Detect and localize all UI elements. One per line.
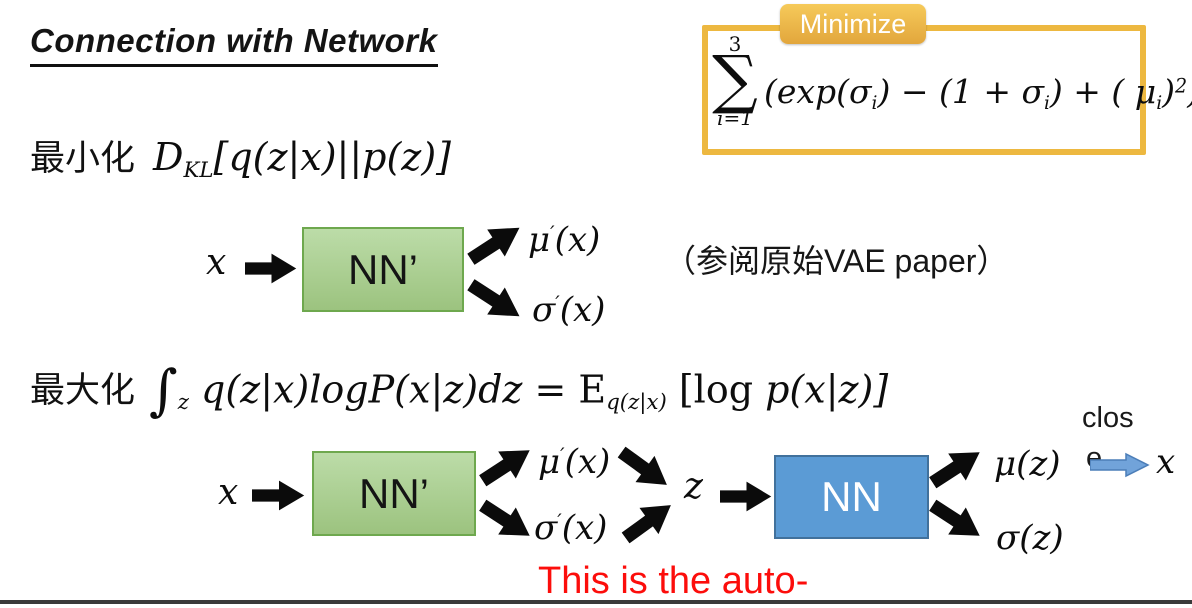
ae-decoder-box: NN (774, 455, 929, 539)
likelihood-formula: ∫z q(z|x)logP(x|z)dz = Eq(z|x) [log p(x|… (149, 358, 889, 422)
arrow-down-right-icon (479, 499, 530, 536)
close-text-line1: clos (1082, 402, 1134, 434)
encoder-mu-output: μ′(x) (528, 220, 601, 260)
page-title: Connection with Network (30, 22, 438, 67)
arrow-down-right-icon (617, 446, 667, 485)
arrow-up-right-icon (621, 505, 671, 544)
arrow-right-icon (720, 481, 772, 512)
decoder-sigma-output: σ(z) (996, 518, 1064, 558)
ae-encoder-box: NN’ (312, 451, 476, 536)
decoder-mu-output: μ(z) (994, 444, 1061, 484)
minimize-expression: (exp(σi) − (1 + σi) + ( μi)2) (764, 72, 1192, 114)
maximize-likelihood-line: 最大化 ∫z q(z|x)logP(x|z)dz = Eq(z|x) [log … (30, 358, 888, 422)
encoder-network-label: NN’ (348, 245, 418, 293)
arrow-down-right-icon (929, 499, 980, 536)
minimize-tab: Minimize (780, 4, 926, 44)
encoder-network-box: NN’ (302, 227, 464, 312)
ae-decoder-label: NN (821, 473, 882, 520)
sum-upper-limit: 3 (728, 32, 742, 56)
ae-sigma-output: σ′(x) (534, 508, 608, 548)
ae-encoder-label: NN’ (359, 469, 429, 517)
encoder-sigma-output: σ′(x) (532, 290, 606, 330)
arrow-right-icon (252, 480, 305, 511)
arrow-up-right-icon (929, 452, 980, 489)
minimize-kl-line: 最小化 DKL[q(z|x)||p(z)] (30, 130, 451, 183)
red-caption: This is the auto- (538, 560, 809, 602)
encoder-input-label: x (206, 242, 227, 283)
latent-z-label: z (684, 466, 703, 507)
summation-group: 3 ∑ i=1 (706, 34, 764, 128)
ae-mu-output: μ′(x) (538, 442, 611, 482)
arrow-up-right-icon (479, 450, 530, 487)
bottom-divider (0, 600, 1192, 604)
arrow-right-icon (245, 253, 297, 284)
arrow-down-right-icon (467, 279, 520, 317)
maximize-label: 最大化 (30, 371, 136, 411)
kl-divergence-formula: DKL[q(z|x)||p(z)] (153, 135, 451, 183)
ae-input-label: x (218, 472, 239, 513)
arrow-up-right-icon (467, 227, 520, 265)
vae-paper-note: （参阅原始VAE paper） (664, 243, 1009, 279)
minimize-label: 最小化 (30, 139, 136, 178)
sum-lower-limit: i=1 (717, 106, 753, 131)
sigma-icon: ∑ (712, 43, 758, 117)
reconstruction-x-label: x (1156, 442, 1176, 482)
blue-arrow-right-icon (1090, 452, 1150, 478)
